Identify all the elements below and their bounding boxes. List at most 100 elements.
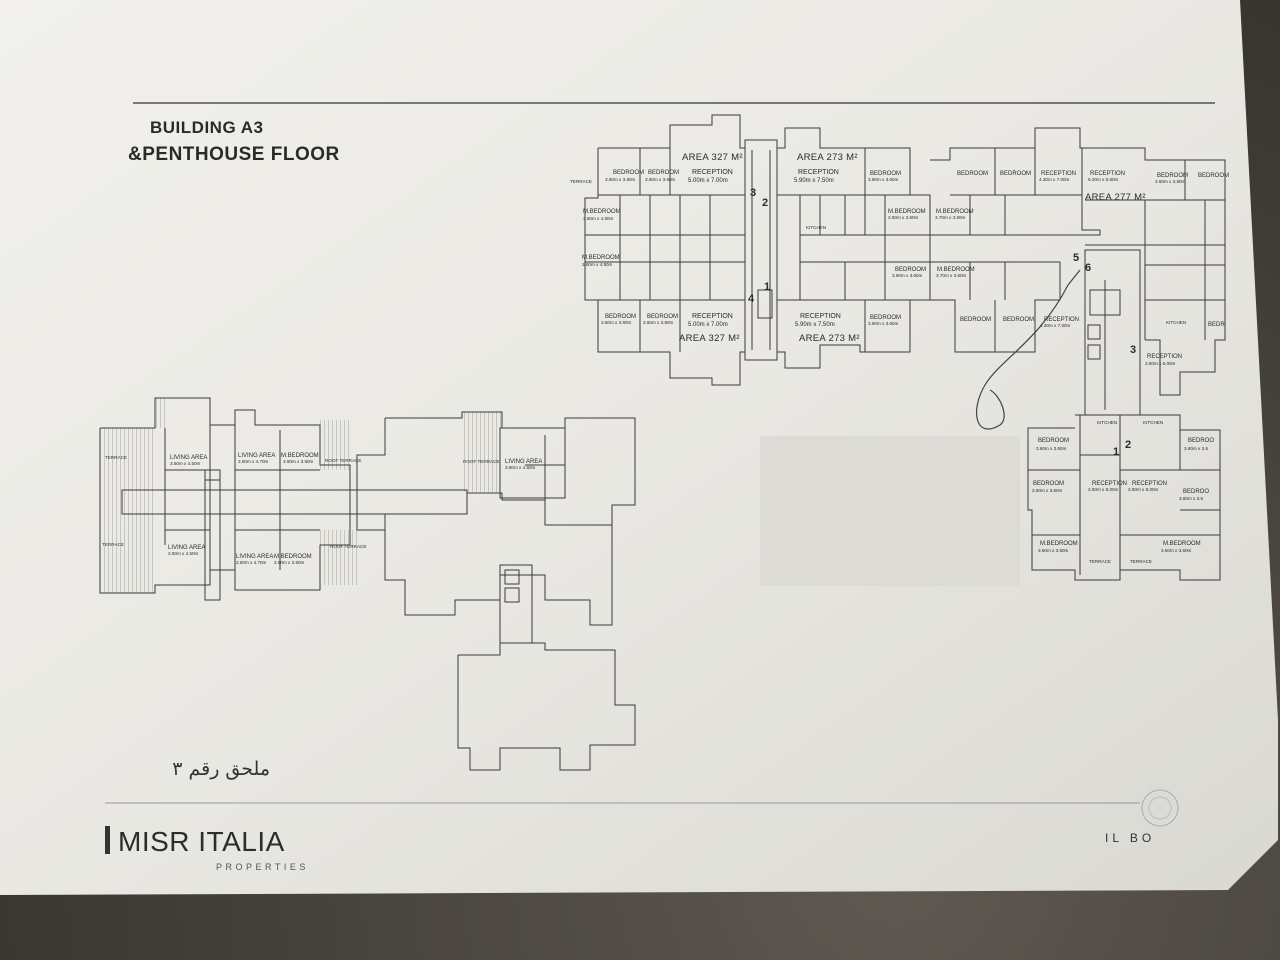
room-label: M.BEDROOM: [583, 209, 621, 215]
room-label: M.BEDROOM: [1163, 541, 1201, 547]
terrace-label: ROOF TERRACE: [325, 458, 362, 463]
room-label: M.BEDROOM: [274, 554, 312, 560]
room-dimension: 3.60m x 3.80m: [605, 177, 636, 182]
room-label: LIVING AREA: [168, 545, 206, 551]
room-label: BEDROO: [1188, 438, 1215, 444]
room-label: BEDROOM: [1003, 317, 1035, 323]
room-label: M.BEDROOM: [582, 255, 620, 261]
room-label: BEDROOM: [960, 317, 992, 323]
terrace-label: ROOF TERRACE: [463, 459, 500, 464]
room-dimension: 5.00m x 7.00m: [688, 178, 728, 184]
room-label: M.BEDROOM: [888, 209, 926, 215]
room-dimension: 3.60m x 3.80m: [601, 320, 632, 325]
room-label: M.BEDROOM: [281, 453, 319, 459]
brand-logo-text: MISR ITALIA: [118, 826, 285, 857]
annex-note: ملحق رقم ٣: [172, 758, 270, 780]
room-label: BEDROOM: [1000, 171, 1032, 177]
room-dimension: 5.90m x 7.50m: [794, 178, 834, 184]
room-label: BEDROOM: [1038, 438, 1070, 444]
room-dimension: 3.60m x 3.80m: [643, 320, 674, 325]
room-dimension: 3.60m x 3.6: [1184, 446, 1209, 451]
room-label: RECEPTION: [692, 169, 733, 176]
room-dimension: 3.60m x 3.60m: [868, 321, 899, 326]
room-dimension: 3.70m x 3.60m: [936, 273, 967, 278]
room-dimension: 3.60m x 3.60m: [283, 459, 314, 464]
stair-marker: 3: [1130, 344, 1137, 356]
room-label: BEDROOM: [895, 267, 927, 273]
terrace-label: TERRACE: [570, 179, 592, 184]
stair-marker: 1: [764, 281, 771, 293]
room-label: M.BEDROOM: [937, 267, 975, 273]
room-label: RECEPTION: [1090, 171, 1126, 177]
room-dimension: 3.60m x 3.60m: [1036, 446, 1067, 451]
room-label: RECEPTION: [1092, 481, 1128, 487]
terrace-label: TERRACE: [102, 542, 124, 547]
room-label: M.BEDROOM: [936, 209, 974, 215]
room-dimension: 3.60m x 3.60m: [1038, 548, 1069, 553]
room-label: BEDROOM: [957, 171, 989, 177]
room-label: KITCHEN: [806, 225, 827, 230]
room-dimension: 3.60m x 3.80m: [645, 177, 676, 182]
room-label: RECEPTION: [1041, 171, 1077, 177]
room-dimension: 3.60m x 3.60m: [1032, 488, 1063, 493]
room-label: BEDR: [1208, 322, 1225, 328]
room-label: BEDROOM: [647, 314, 679, 320]
area-label-a-top: AREA 327 M²: [682, 152, 743, 163]
room-label: LIVING AREA: [170, 455, 208, 461]
brand-bar-icon: [105, 826, 110, 854]
room-dimension: 3.60m x 3.60m: [1161, 548, 1192, 553]
room-label: RECEPTION: [1044, 317, 1080, 323]
room-dimension: 3.60m x 4.80m: [582, 262, 613, 267]
room-label: BEDROOM: [870, 315, 902, 321]
title-line-2: &PENTHOUSE FLOOR: [128, 144, 340, 165]
room-label: M.BEDROOM: [1040, 541, 1078, 547]
room-dimension: 3.60m x 8.00m: [1128, 487, 1159, 492]
footer-partner-text: IL BO: [1105, 831, 1156, 845]
room-dimension: 3.60m x 3.60m: [888, 215, 919, 220]
room-dimension: 4.30m x 7.00m: [1039, 177, 1070, 182]
room-label: LIVING AREA: [238, 453, 276, 459]
room-label: BEDROOM: [870, 171, 902, 177]
room-dimension: 3.60m x 3.60m: [868, 177, 899, 182]
room-dimension: 3.60m x 3.60m: [274, 560, 305, 565]
room-dimension: 3.60m x 4.70m: [238, 459, 269, 464]
room-label: LIVING AREA: [236, 554, 274, 560]
terrace-label: TERRACE: [105, 455, 127, 460]
terrace-label: TERRACE: [1089, 559, 1111, 564]
room-dimension: 3.60m x 4.70m: [236, 560, 267, 565]
area-label-c-top: AREA 277 M²: [1085, 192, 1146, 203]
room-label: RECEPTION: [798, 169, 839, 176]
room-dimension: 3.60m x 3.80m: [1155, 179, 1186, 184]
room-label: BEDROOM: [613, 170, 645, 176]
room-dimension: 3.60m x 4.50m: [168, 551, 199, 556]
room-dimension: 3.60m x 4.50m: [505, 465, 536, 470]
stair-marker: 2: [762, 197, 769, 209]
room-dimension: 3.70m x 3.60m: [935, 215, 966, 220]
stair-marker: 5: [1073, 252, 1080, 264]
room-label: BEDROOM: [605, 314, 637, 320]
room-dimension: 3.60m x 4.80m: [583, 216, 614, 221]
room-dimension: 5.00m x 7.00m: [688, 322, 728, 328]
room-label: KITCHEN: [1143, 420, 1164, 425]
stair-marker: 6: [1085, 262, 1092, 274]
title-line-1: BUILDING A3: [150, 118, 264, 137]
room-label: BEDROOM: [648, 170, 680, 176]
brand-subtitle: PROPERTIES: [216, 862, 309, 872]
stair-marker: 1: [1113, 446, 1120, 458]
room-label: LIVING AREA: [505, 459, 543, 465]
room-dimension: 6.20m x 6.60m: [1088, 177, 1119, 182]
room-label: BEDROOM: [1033, 481, 1065, 487]
room-dimension: 3.60m x 4.50m: [170, 461, 201, 466]
room-label: KITCHEN: [1097, 420, 1118, 425]
room-dimension: 4.30m x 7.00m: [1040, 323, 1071, 328]
area-label-b-bottom: AREA 273 M²: [799, 333, 860, 344]
room-dimension: 3.60m x 8.00m: [1088, 487, 1119, 492]
terrace-label: ROOF TERRACE: [330, 544, 367, 549]
stair-marker: 2: [1125, 439, 1132, 451]
paper-sheet: [0, 0, 1278, 895]
room-label: RECEPTION: [692, 313, 733, 320]
stair-marker: 4: [748, 293, 755, 305]
